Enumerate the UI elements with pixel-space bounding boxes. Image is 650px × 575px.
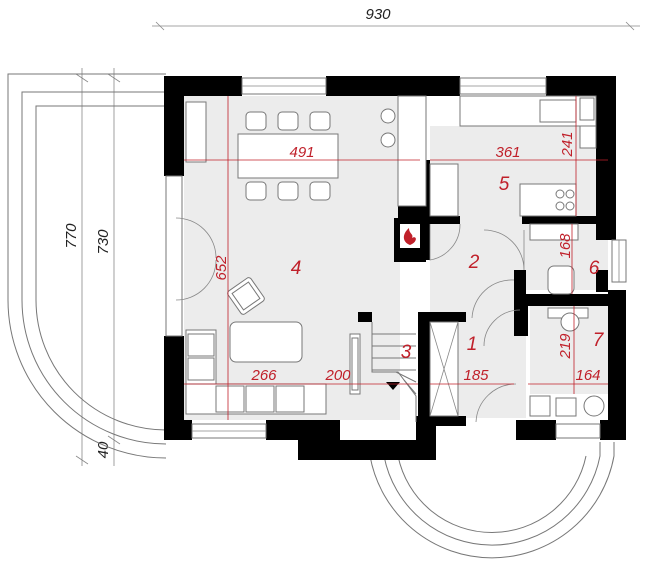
- wc-width-label: 164: [575, 367, 600, 384]
- room-5-label: 5: [499, 174, 510, 195]
- room-7-label: 7: [593, 330, 605, 351]
- inner-depth-label: 730: [95, 229, 112, 255]
- kitchen-width-label: 361: [495, 144, 520, 161]
- hall-width-label: 185: [463, 367, 489, 384]
- fireplace: [394, 218, 426, 262]
- wc-depth-label: 219: [557, 333, 574, 360]
- bath-depth-label: 168: [557, 233, 574, 259]
- room-2-label: 2: [468, 252, 480, 273]
- kitchen-depth-label: 241: [559, 131, 576, 157]
- windows: [165, 77, 627, 439]
- offset-label: 40: [95, 441, 112, 458]
- room-labels: 1 2 3 4 5 6 7: [291, 174, 605, 363]
- top-dimension: 930: [152, 6, 640, 31]
- living-furniture: [185, 277, 361, 415]
- living-depth-label: 652: [213, 255, 230, 281]
- dimension-labels: 491 361 241 652 168 219 266 200 185 164: [213, 131, 601, 384]
- overall-width-label: 930: [365, 6, 391, 23]
- sofa-width-label: 266: [250, 367, 277, 384]
- terrace-doors: [175, 217, 217, 301]
- outer-depth-label: 770: [63, 223, 80, 249]
- dining-set: [185, 101, 339, 201]
- bathroom-fixtures: [529, 223, 605, 417]
- flame-icon: [403, 228, 416, 245]
- left-terrace: [7, 73, 167, 459]
- room-3-label: 3: [401, 342, 412, 363]
- room-1-label: 1: [467, 334, 478, 355]
- kitchen-units: [380, 95, 597, 217]
- room-4-label: 4: [291, 258, 302, 279]
- bottom-terrace: [369, 442, 615, 559]
- interior-doors: [429, 223, 525, 423]
- room-6-label: 6: [589, 258, 600, 279]
- hall-wardrobe: [429, 321, 459, 417]
- stair-gap-label: 200: [324, 367, 351, 384]
- left-dimensions: 770 730 40: [63, 68, 121, 466]
- living-width-label: 491: [289, 144, 314, 161]
- dimension-lines: [184, 96, 608, 420]
